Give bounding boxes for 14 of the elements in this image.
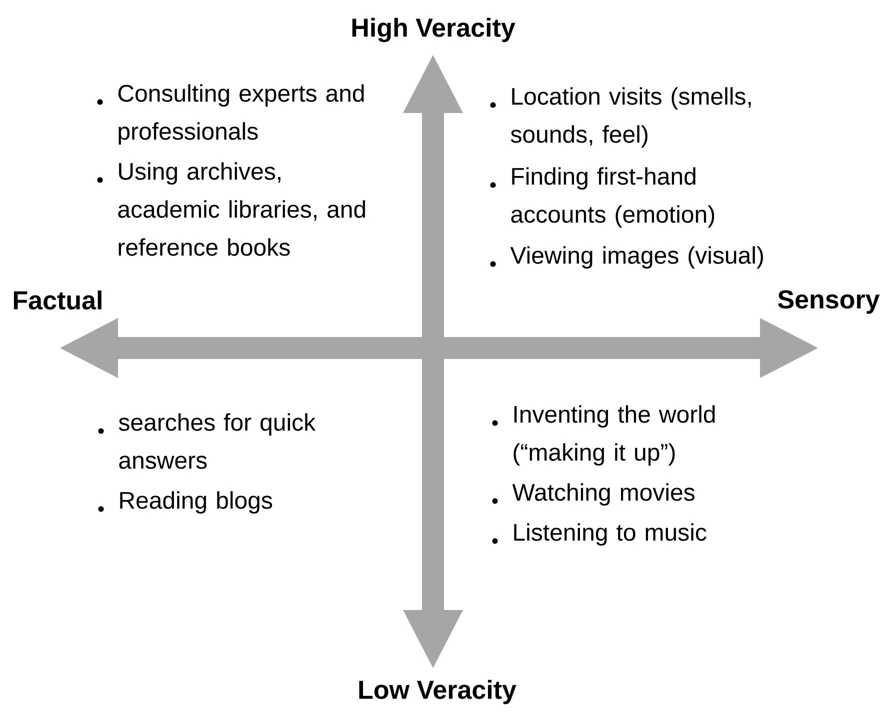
- bullet-item: Reading blogs: [98, 491, 272, 514]
- bullet-item: Watching movies: [492, 483, 694, 506]
- bullet-item: Consulting experts and professionals: [97, 84, 364, 145]
- bullet-item: Location visits (smells, sounds, feel): [490, 87, 751, 148]
- bullet-item: searches for quick answers: [98, 413, 316, 469]
- bullet-item: Using archives, academic libraries, and reference books: [97, 162, 366, 256]
- bullet-item: Inventing the world (“making it up”): [492, 405, 715, 466]
- axis-label: Sensory: [778, 290, 880, 314]
- bullet-item: Listening to music: [492, 523, 706, 546]
- bullet-item: Viewing images (visual): [490, 246, 763, 269]
- axis-label: Factual: [14, 290, 102, 310]
- axis-label: High Veracity: [352, 18, 516, 42]
- axis-label: Low Veracity: [359, 680, 516, 704]
- bullet-item: Finding first-hand accounts (emotion): [490, 167, 714, 228]
